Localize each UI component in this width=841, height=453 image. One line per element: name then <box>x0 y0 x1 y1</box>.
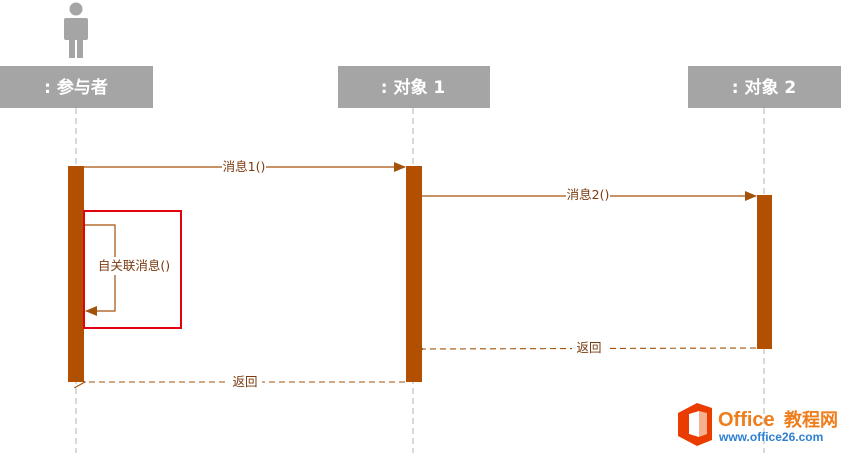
message-1: 消息1() <box>84 159 406 174</box>
return-message-2-label: 返回 <box>576 340 601 355</box>
header-object1-label: : 对象 1 <box>381 77 445 98</box>
watermark-url: www.office26.com <box>718 430 823 444</box>
return-message-1: 返回 <box>85 374 405 390</box>
header-object1: : 对象 1 <box>338 66 490 108</box>
message-2: 消息2() <box>422 187 757 203</box>
watermark-brand: Office <box>718 409 775 431</box>
self-message: 自关联消息() <box>83 210 182 329</box>
activation-bar-participant <box>68 166 84 382</box>
actor-icon <box>64 2 88 58</box>
header-object2: : 对象 2 <box>688 66 841 108</box>
message-1-label: 消息1() <box>223 159 266 174</box>
watermark: Office 教程网 www.office26.com <box>678 403 838 446</box>
watermark-brand-cn: 教程网 <box>784 409 838 430</box>
return-message-2: 返回 <box>423 340 757 356</box>
header-participant-label: : 参与者 <box>44 77 108 98</box>
message-2-label: 消息2() <box>567 187 610 202</box>
header-participant: : 参与者 <box>0 66 153 108</box>
activation-bar-object1 <box>406 166 422 382</box>
highlight-box <box>83 210 182 329</box>
office-logo-icon <box>678 403 712 446</box>
self-message-label: 自关联消息() <box>98 258 170 273</box>
return-message-1-label: 返回 <box>232 374 257 389</box>
activation-bar-object2 <box>757 195 772 349</box>
header-object2-label: : 对象 2 <box>732 77 796 98</box>
